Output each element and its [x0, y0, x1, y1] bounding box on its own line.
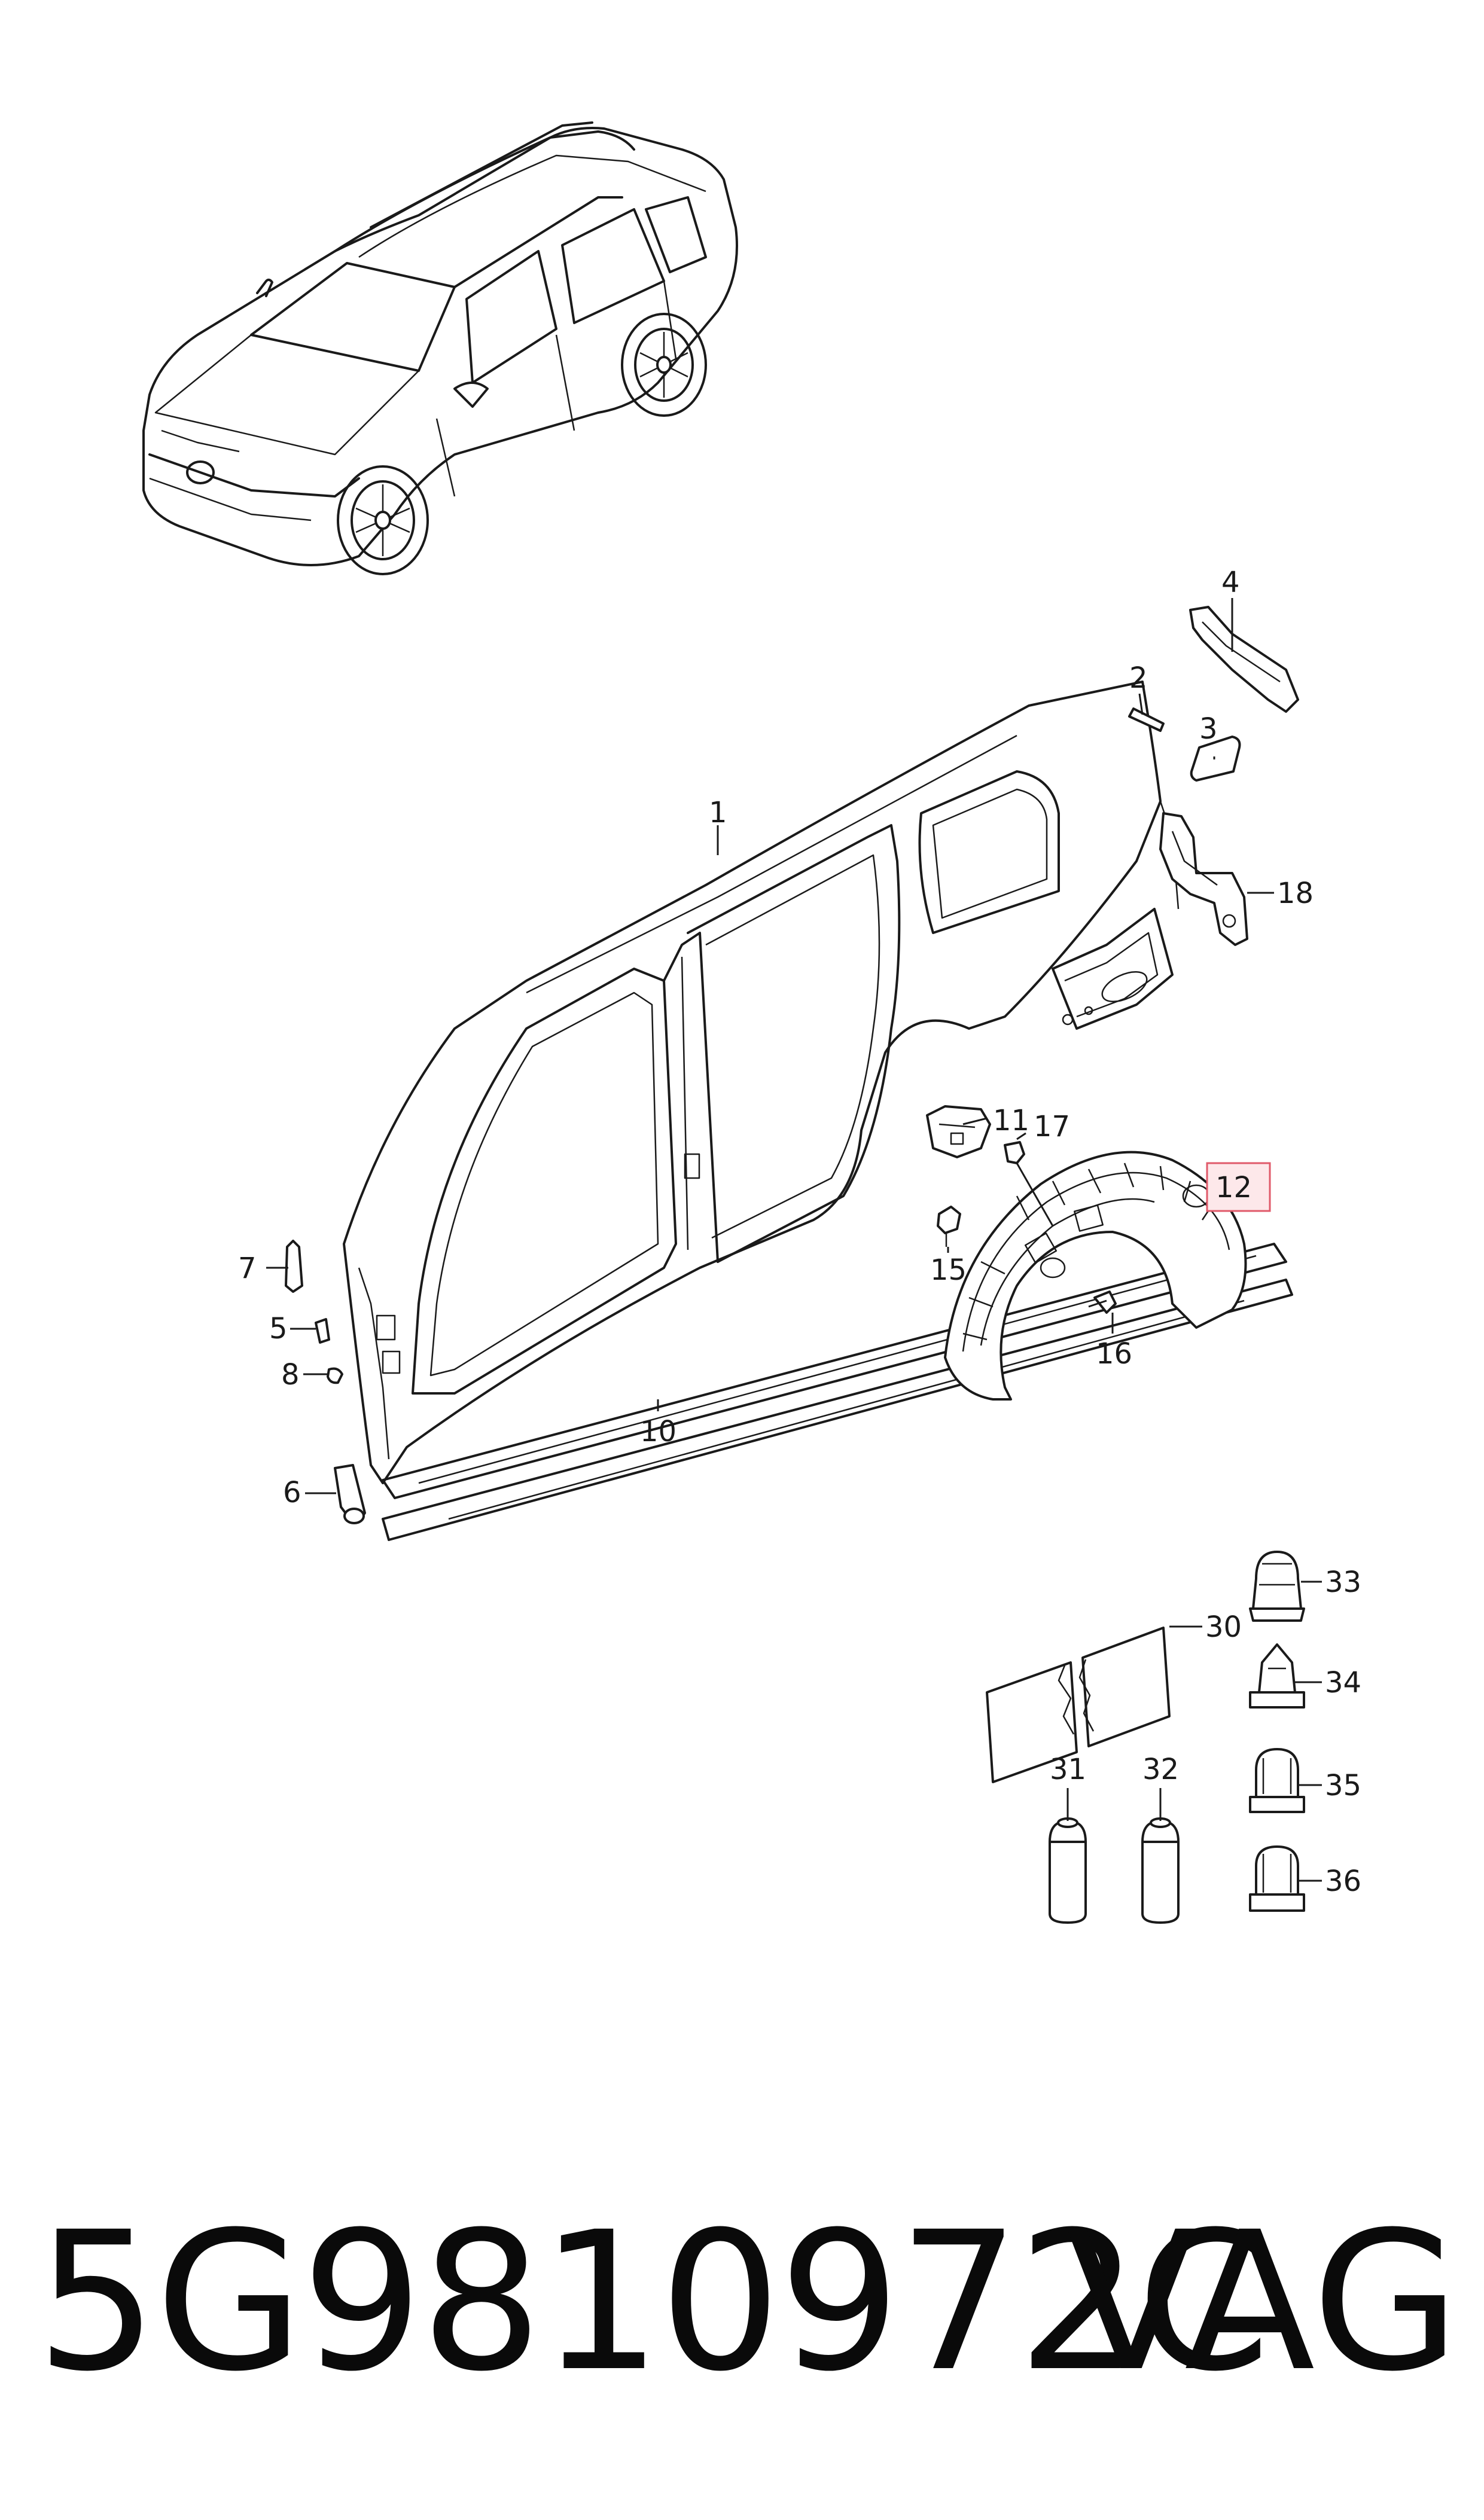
part-11-clip: [926, 1105, 991, 1158]
wheel-arch-liner-part-12: [944, 1151, 1247, 1401]
callout-2: 2: [1129, 661, 1148, 695]
footer: 5G9810972C VAG: [0, 2177, 1484, 2428]
rear-wheel: [621, 313, 707, 417]
callout-4: 4: [1221, 566, 1240, 599]
spray-can-part-31: [1049, 1817, 1087, 1924]
callout-35: 35: [1325, 1769, 1361, 1802]
callout-6: 6: [283, 1476, 301, 1509]
callout-8: 8: [281, 1358, 300, 1392]
callout-labels: 1 2 3 4 5 6 7 8 10 11 12 15 16 17 18 30 …: [238, 566, 1361, 1898]
callout-15: 15: [930, 1253, 967, 1287]
part-16-screw: [1088, 1290, 1117, 1314]
callout-5: 5: [269, 1312, 288, 1346]
car-illustration: [142, 121, 738, 575]
part-4-trim: [1189, 606, 1299, 713]
part-18-bracket: [1159, 812, 1248, 946]
part-15-fastener: [937, 1206, 961, 1247]
callout-12: 12: [1215, 1171, 1252, 1204]
callout-1: 1: [709, 796, 727, 829]
clip-part-35: [1249, 1748, 1305, 1813]
callout-3: 3: [1199, 712, 1218, 746]
callout-18: 18: [1277, 877, 1314, 910]
side-panel-part-1: [343, 681, 1180, 1484]
callout-31: 31: [1050, 1753, 1086, 1786]
sill-trim-part-10: [382, 1243, 1293, 1541]
callout-30: 30: [1205, 1610, 1242, 1644]
clip-part-33: [1249, 1551, 1305, 1622]
front-wheel: [337, 465, 429, 575]
part-8-clip: [327, 1367, 343, 1384]
callout-34: 34: [1325, 1666, 1361, 1700]
brand-name: VAG: [1065, 2191, 1460, 2414]
spray-can-part-32: [1141, 1817, 1180, 1924]
callout-10: 10: [640, 1415, 677, 1448]
callout-16: 16: [1096, 1337, 1132, 1371]
callout-11: 11: [993, 1104, 1029, 1137]
part-17-screw: [1004, 1141, 1054, 1227]
sealing-pad-part-30: [986, 1627, 1171, 1783]
part-5-clip: [315, 1318, 330, 1344]
callout-7: 7: [238, 1252, 257, 1285]
callout-17: 17: [1034, 1110, 1070, 1143]
part-7-bracket: [285, 1240, 303, 1293]
callout-32: 32: [1142, 1753, 1179, 1786]
part-2-strip: [1128, 707, 1165, 732]
highlight-box-12: [1206, 1162, 1271, 1212]
part-3-cover: [1190, 736, 1241, 782]
callout-36: 36: [1325, 1865, 1361, 1898]
clip-part-34: [1249, 1643, 1305, 1709]
clip-part-36: [1249, 1845, 1305, 1912]
leader-lines: [266, 598, 1322, 1882]
callout-33: 33: [1325, 1566, 1361, 1599]
part-number: 5G9810972C: [36, 2191, 1270, 2414]
